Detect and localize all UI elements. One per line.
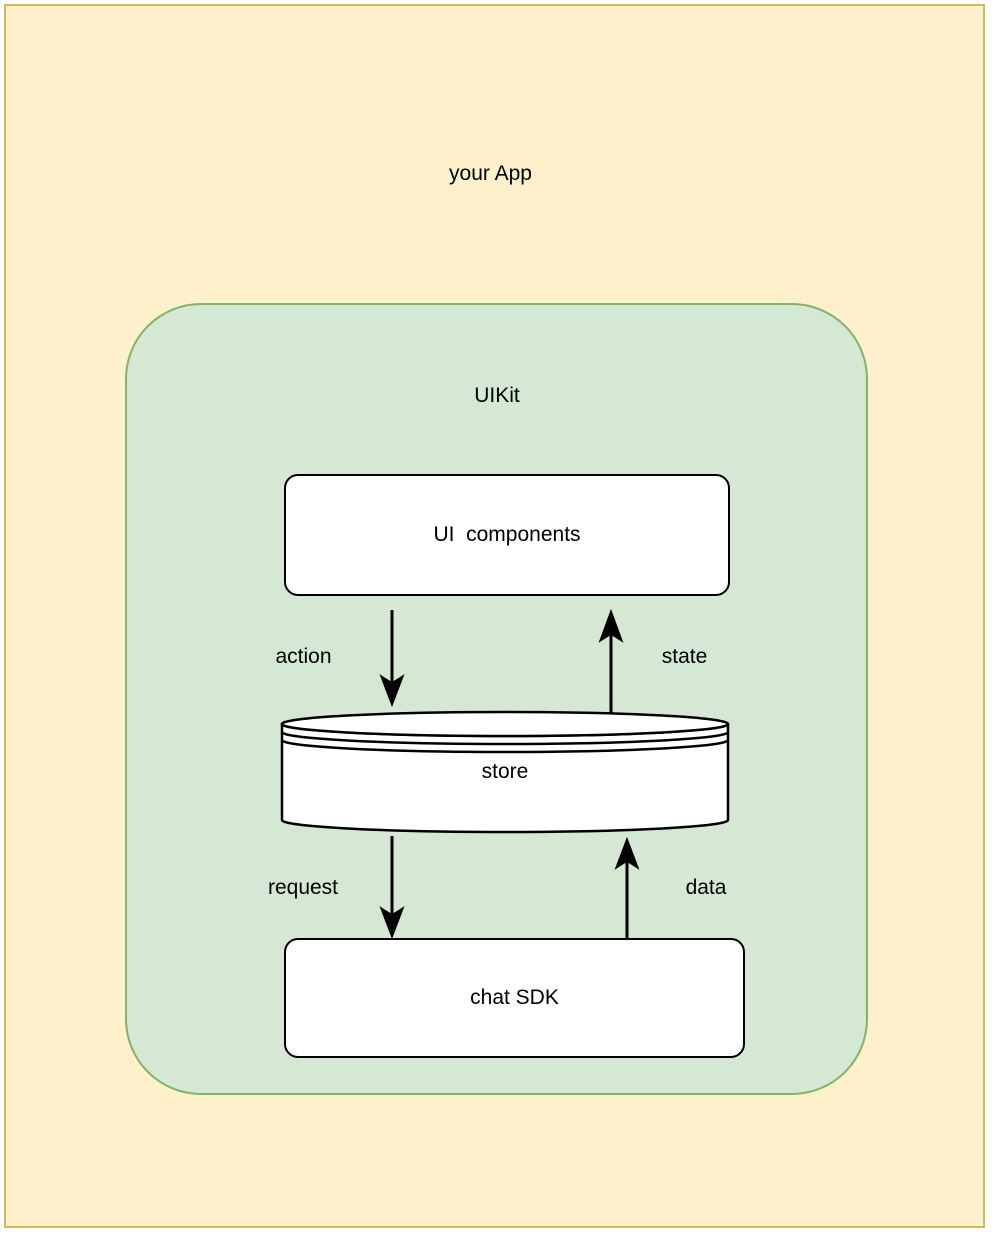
- edge-request-arrow: [371, 836, 413, 940]
- node-ui-components[interactable]: UI components: [284, 474, 730, 596]
- node-chat-sdk-label: chat SDK: [470, 986, 559, 1009]
- edge-action-label: action: [275, 645, 332, 668]
- uikit-label: UIKit: [474, 384, 520, 407]
- edge-action-arrow: [371, 610, 413, 708]
- edge-request-label: request: [267, 876, 339, 899]
- edge-state-label: state: [661, 645, 708, 668]
- edge-state-arrow: [590, 608, 632, 716]
- node-chat-sdk[interactable]: chat SDK: [284, 938, 745, 1058]
- edge-data-arrow: [606, 836, 648, 938]
- node-ui-components-label: UI components: [433, 523, 581, 546]
- node-store[interactable]: store: [280, 710, 730, 834]
- edge-data-label: data: [685, 876, 727, 899]
- your-app-label: your App: [449, 162, 532, 185]
